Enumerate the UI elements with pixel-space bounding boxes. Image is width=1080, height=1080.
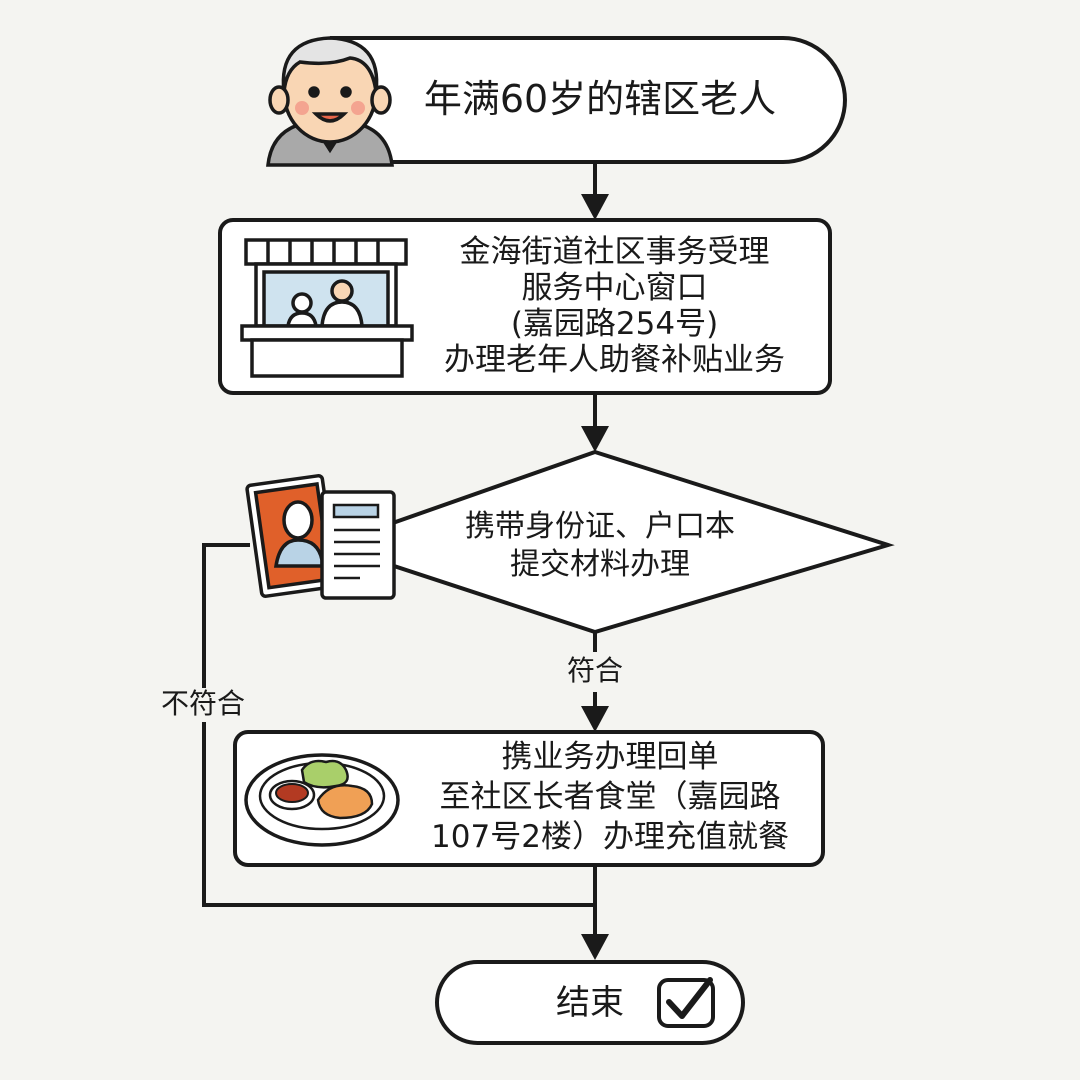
no-branch-line [202, 543, 595, 907]
step1-text: 金海街道社区事务受理 服务中心窗口 (嘉园路254号) 办理老年人助餐补贴业务 [412, 234, 817, 378]
step1-line: 服务中心窗口 [521, 270, 708, 306]
decision-text: 携带身份证、户口本 提交材料办理 [420, 508, 780, 584]
step2-box [233, 730, 825, 867]
branch-no-label: 不符合 [148, 687, 258, 721]
decision-line: 提交材料办理 [510, 547, 690, 582]
service-window-icon [240, 238, 414, 378]
decision-line: 携带身份证、户口本 [465, 509, 735, 544]
id-documents-icon [245, 474, 396, 600]
start-label: 年满60岁的辖区老人 [423, 77, 777, 121]
end-terminal [435, 960, 745, 1045]
step1-line: 金海街道社区事务受理 [459, 234, 770, 270]
branch-yes-label: 符合 [566, 654, 623, 687]
step2-line: 携业务办理回单 [501, 739, 719, 775]
checkbox-check-icon [657, 977, 715, 1028]
step1-line: 办理老年人助餐补贴业务 [444, 342, 785, 378]
elderly-person-icon [266, 36, 394, 167]
step1-line: (嘉园路254号) [510, 306, 719, 342]
meal-plate-icon [244, 753, 400, 847]
step2-line: 至社区长者食堂（嘉园路 [439, 779, 781, 815]
end-label: 结束 [556, 983, 624, 1023]
step2-text: 携业务办理回单 至社区长者食堂（嘉园路 107号2楼）办理充值就餐 [405, 737, 815, 857]
start-terminal [330, 36, 847, 164]
step2-line: 107号2楼）办理充值就餐 [431, 819, 789, 855]
